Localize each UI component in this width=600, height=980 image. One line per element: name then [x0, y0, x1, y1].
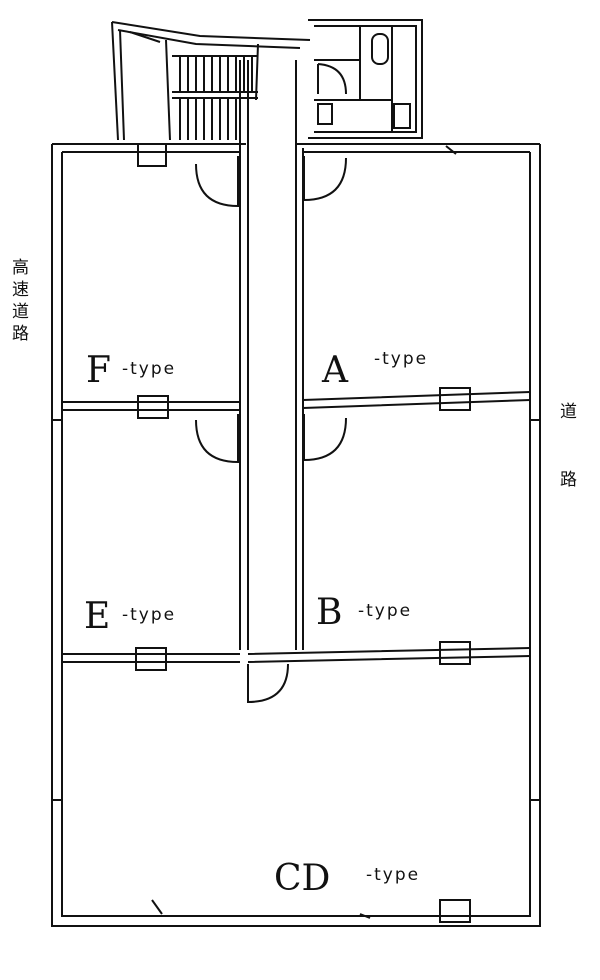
columns — [135, 143, 471, 923]
expressway-char: 道 — [12, 302, 29, 322]
room-e-letter: E — [84, 596, 110, 637]
staircase — [111, 21, 311, 141]
room-label-a: A -type — [321, 349, 428, 391]
expressway-char: 速 — [12, 280, 29, 300]
expressway-label: 高 速 道 路 — [12, 260, 29, 348]
outer-walls — [51, 143, 541, 927]
road-char: 路 — [560, 470, 577, 490]
room-cd-suffix: -type — [366, 865, 420, 885]
room-label-e: E -type — [84, 596, 176, 637]
room-f-suffix: -type — [122, 359, 176, 379]
restroom-block — [308, 19, 423, 139]
room-a-letter: A — [321, 350, 349, 391]
room-cd-letter: CD — [274, 858, 330, 899]
room-label-b: B -type — [316, 592, 412, 633]
road-char: 道 — [560, 402, 577, 422]
door-swings — [195, 156, 347, 704]
room-f-letter: F — [86, 350, 111, 391]
expressway-char: 高 — [12, 258, 29, 278]
expressway-char: 路 — [12, 324, 29, 344]
room-b-suffix: -type — [358, 601, 412, 621]
room-e-suffix: -type — [122, 605, 176, 625]
road-label: 道 路 — [560, 404, 577, 494]
room-b-letter: B — [316, 592, 342, 633]
room-a-suffix: -type — [374, 349, 428, 369]
room-label-cd: CD -type — [274, 858, 420, 899]
partitions — [62, 391, 531, 663]
window-marks — [52, 145, 540, 919]
corridor-walls — [239, 60, 304, 650]
room-label-f: F -type — [86, 350, 176, 391]
